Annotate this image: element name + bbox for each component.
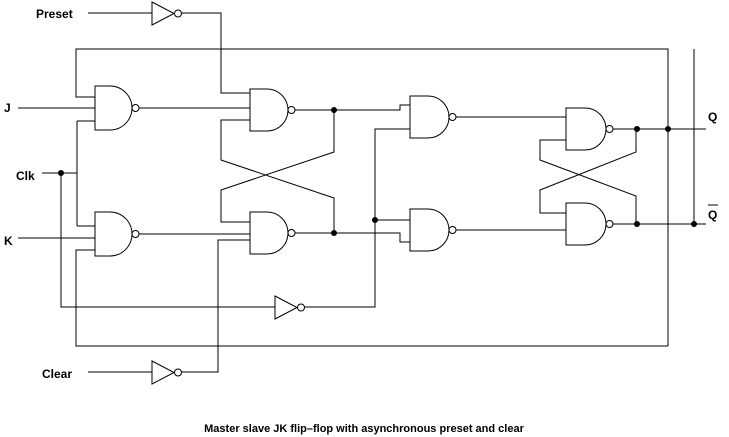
label-j: J [4, 101, 11, 115]
label-q-bar: Q [708, 208, 717, 222]
junctions [58, 107, 697, 236]
nand-gate-slave-lower [565, 202, 614, 246]
preset-inverter [151, 1, 182, 26]
label-clear: Clear [42, 367, 72, 381]
label-clk: Clk [16, 169, 35, 183]
wires [18, 12, 706, 373]
nand-gate-input-j [94, 85, 140, 131]
nand-gate-master-lower [249, 211, 296, 255]
label-preset: Preset [36, 7, 73, 21]
diagram-caption: Master slave JK flip–flop with asynchron… [204, 423, 524, 435]
nand-gate-slave-input-upper [409, 95, 457, 139]
clock-inverter [274, 295, 305, 320]
nand-gate-slave-upper [565, 107, 614, 151]
label-k: K [4, 234, 13, 248]
label-q: Q [708, 110, 717, 124]
nand-gate-input-k [94, 211, 140, 257]
nand-gate-slave-input-lower [409, 208, 457, 252]
clear-inverter [151, 360, 182, 385]
nand-gate-master-upper [249, 88, 296, 132]
